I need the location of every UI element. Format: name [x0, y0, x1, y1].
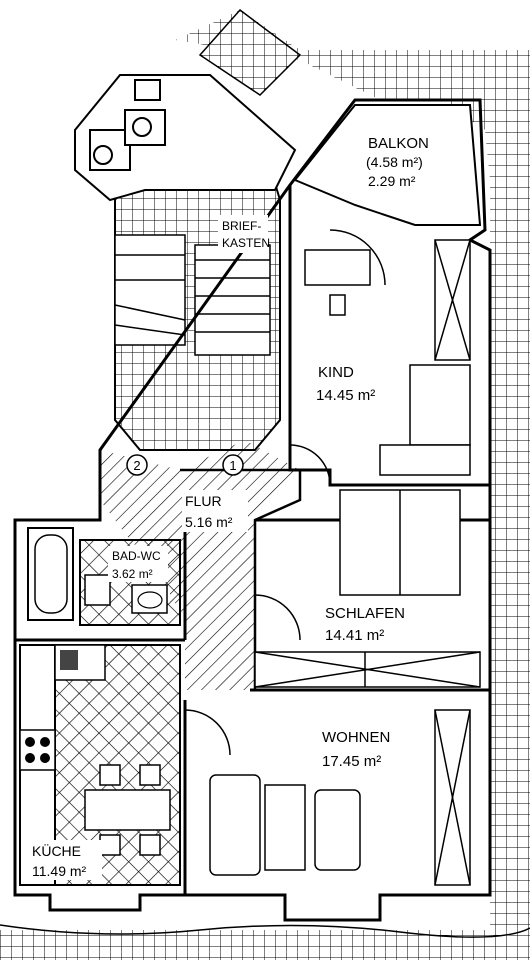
- ground-line: [0, 924, 530, 960]
- flur-name: FLUR: [185, 493, 222, 509]
- bathroom: [27, 527, 181, 626]
- balkon-name: BALKON: [368, 135, 429, 152]
- marker-2-label: 2: [133, 458, 140, 473]
- marker-1-label: 1: [229, 458, 236, 473]
- balkon-area-total: (4.58 m²): [366, 154, 423, 170]
- kueche-name: KÜCHE: [32, 842, 81, 859]
- wohnen-area: 17.45 m²: [322, 753, 381, 770]
- balkon-area: 2.29 m²: [368, 173, 416, 189]
- schlafen-name: SCHLAFEN: [325, 605, 405, 622]
- wohnen-name: WOHNEN: [322, 729, 390, 746]
- entry-tower: [74, 74, 297, 202]
- schlafen-furniture: [254, 489, 481, 688]
- bad-name: BAD-WC: [112, 549, 161, 563]
- briefkasten-line1: BRIEF-: [222, 219, 261, 233]
- roof-grid: [175, 8, 530, 950]
- wohnen-furniture: [184, 709, 471, 886]
- balcony: [293, 104, 482, 226]
- kind-area: 14.45 m²: [316, 387, 375, 404]
- briefkasten-line2: KASTEN: [222, 236, 270, 250]
- kueche-area: 11.49 m²: [32, 863, 87, 879]
- flur-area: 5.16 m²: [185, 514, 233, 530]
- staircase: [114, 149, 281, 451]
- marker-2: 2: [126, 454, 148, 476]
- bad-area: 3.62 m²: [112, 567, 153, 581]
- schlafen-area: 14.41 m²: [325, 627, 384, 644]
- kind-furniture: [289, 229, 471, 486]
- flur-area: [100, 440, 302, 690]
- kind-name: KIND: [318, 364, 354, 381]
- marker-1: 1: [222, 454, 244, 476]
- walls: [13, 98, 492, 922]
